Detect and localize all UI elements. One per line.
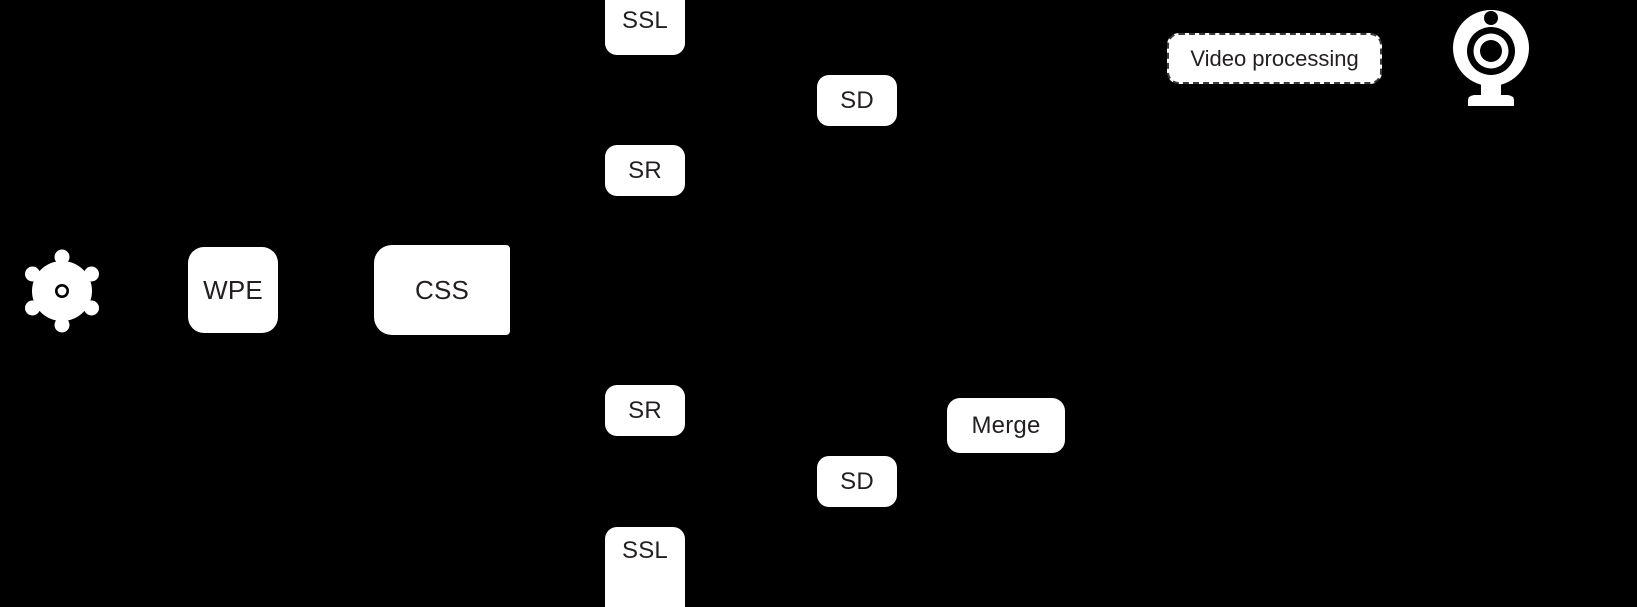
node-label: SR: [628, 156, 662, 184]
group-label-text: Video processing: [1190, 45, 1359, 71]
node-wpe[interactable]: WPE: [188, 247, 278, 333]
node-label: SD: [840, 467, 874, 495]
webcam-icon: [1452, 2, 1530, 107]
group-label-video-processing[interactable]: Video processing: [1167, 33, 1382, 84]
node-label: SSL: [622, 537, 668, 564]
node-label: WPE: [203, 275, 263, 305]
node-ssl-bottom[interactable]: SSL: [605, 527, 685, 607]
node-sd-top[interactable]: SD: [817, 75, 897, 126]
node-sr-top[interactable]: SR: [605, 145, 685, 196]
node-label: CSS: [414, 275, 470, 305]
node-label: SR: [628, 396, 662, 424]
node-label: SSL: [622, 6, 668, 34]
gear-icon: [20, 249, 104, 333]
node-label: SD: [840, 86, 874, 114]
node-sr-bottom[interactable]: SR: [605, 385, 685, 436]
node-ssl-top[interactable]: SSL: [605, 0, 685, 55]
node-sd-bottom[interactable]: SD: [817, 456, 897, 507]
node-merge[interactable]: Merge: [947, 398, 1065, 453]
node-css[interactable]: CSS: [374, 245, 510, 335]
node-label: Merge: [971, 411, 1041, 439]
